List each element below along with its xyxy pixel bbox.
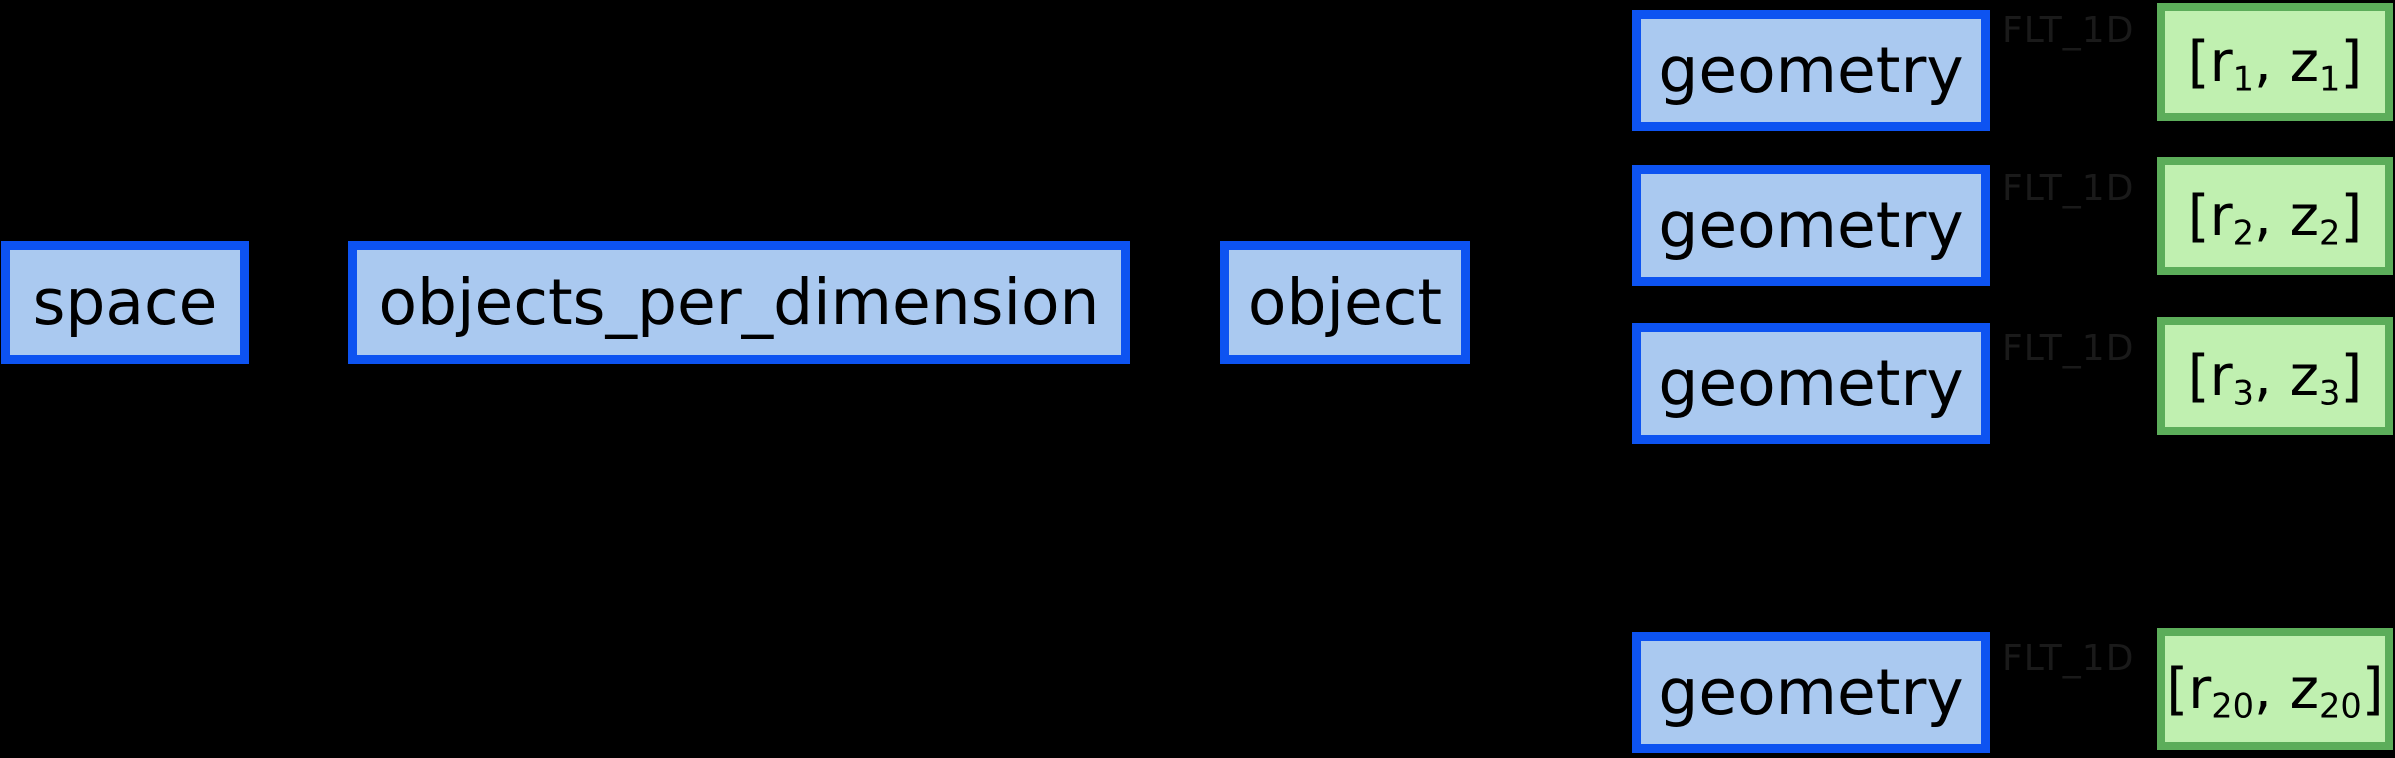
edge-type-label-3: FLT_1D	[2002, 328, 2135, 369]
leaf-label-2: [r2, z2]	[2187, 183, 2363, 252]
leaf-2-prefix: [r	[2187, 183, 2233, 249]
leaf-node-r1-z1: [r1, z1]	[2157, 3, 2393, 121]
node-object-label: object	[1247, 266, 1443, 339]
node-geometry-1-label: geometry	[1658, 34, 1964, 107]
node-geometry-20: geometry	[1632, 632, 1990, 753]
leaf-1-middle: , z	[2254, 29, 2319, 95]
node-geometry-20-label: geometry	[1658, 656, 1964, 729]
leaf-20-middle: , z	[2254, 656, 2319, 722]
leaf-3-suffix: ]	[2340, 343, 2363, 409]
edge-object-to-geometry-3	[1469, 300, 1642, 387]
leaf-2-middle: , z	[2254, 183, 2319, 249]
node-space-label: space	[32, 266, 218, 339]
edge-type-label-1: FLT_1D	[2002, 10, 2135, 51]
leaf-1-z-subscript: 1	[2319, 58, 2341, 98]
edge-type-label-2: FLT_1D	[2002, 168, 2135, 209]
node-object: object	[1220, 241, 1470, 364]
leaf-node-r3-z3: [r3, z3]	[2157, 317, 2393, 435]
leaf-3-z-subscript: 3	[2319, 372, 2341, 412]
edge-object-to-geometry-2	[1469, 222, 1643, 304]
leaf-3-middle: , z	[2254, 343, 2319, 409]
leaf-3-r-subscript: 3	[2232, 372, 2254, 412]
edge-object-to-geometry-20	[1468, 301, 1643, 698]
leaf-label-1: [r1, z1]	[2187, 29, 2363, 98]
edge-geometry-3-to-leaf	[1989, 355, 2167, 400]
node-geometry-3-label: geometry	[1658, 347, 1964, 420]
node-objects-per-dimension: objects_per_dimension	[348, 241, 1130, 364]
leaf-node-r2-z2: [r2, z2]	[2157, 157, 2393, 275]
leaf-node-r20-z20: [r20, z20]	[2157, 628, 2393, 750]
node-geometry-3: geometry	[1632, 323, 1990, 444]
leaf-20-z-subscript: 20	[2319, 685, 2362, 725]
leaf-2-suffix: ]	[2340, 183, 2363, 249]
leaf-label-20: [r20, z20]	[2166, 656, 2384, 725]
leaf-1-suffix: ]	[2340, 29, 2363, 95]
leaf-20-r-subscript: 20	[2211, 685, 2254, 725]
node-geometry-2: geometry	[1632, 165, 1990, 286]
leaf-1-prefix: [r	[2187, 29, 2233, 95]
edge-geometry-20-to-leaf	[1989, 667, 2167, 712]
leaf-2-z-subscript: 2	[2319, 212, 2341, 252]
edge-geometry-2-to-leaf	[1989, 196, 2167, 241]
leaf-20-suffix: ]	[2361, 656, 2384, 722]
edge-type-label-20: FLT_1D	[2002, 638, 2135, 679]
node-geometry-1: geometry	[1632, 10, 1990, 131]
node-geometry-2-label: geometry	[1658, 189, 1964, 262]
leaf-label-3: [r3, z3]	[2187, 343, 2363, 412]
node-objects-per-dimension-label: objects_per_dimension	[378, 266, 1100, 339]
node-space: space	[1, 241, 249, 364]
leaf-3-prefix: [r	[2187, 343, 2233, 409]
edge-object-to-geometry-1	[1468, 66, 1641, 304]
leaf-20-prefix: [r	[2166, 656, 2212, 722]
edge-geometry-1-to-leaf	[1989, 41, 2167, 86]
leaf-1-r-subscript: 1	[2232, 58, 2254, 98]
leaf-2-r-subscript: 2	[2232, 212, 2254, 252]
